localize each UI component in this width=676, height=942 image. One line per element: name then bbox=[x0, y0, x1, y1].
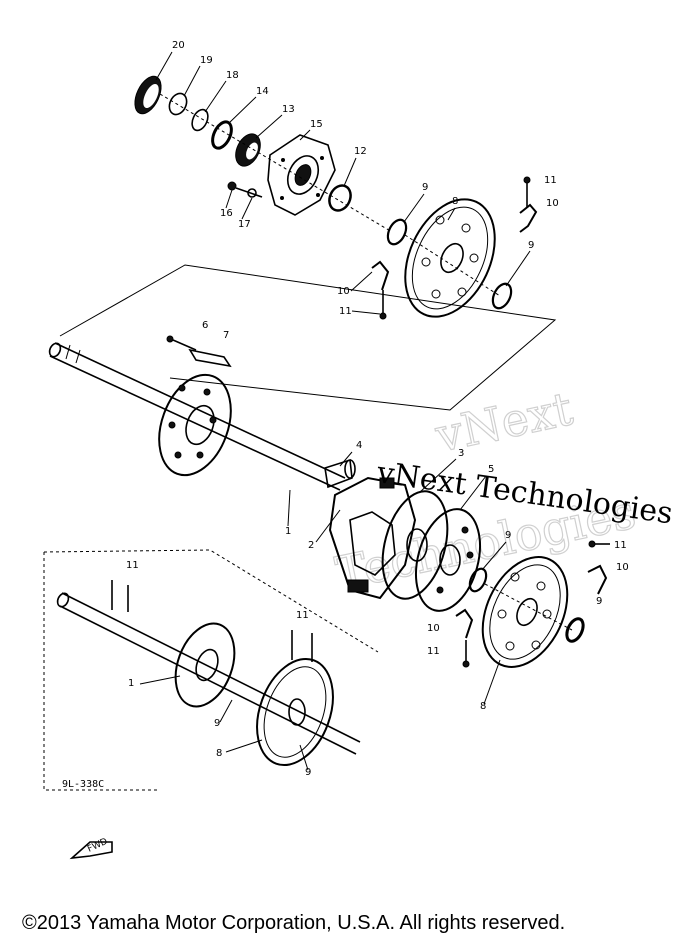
spacer-9-right bbox=[491, 282, 513, 310]
callout-15: 15 bbox=[310, 119, 323, 130]
callout-9-inset-bottom: 9 bbox=[305, 767, 311, 778]
callout-7: 7 bbox=[223, 330, 229, 341]
spacer-9-lower-right bbox=[565, 617, 585, 643]
sprocket-wheel-8-lower bbox=[481, 556, 569, 668]
callout-5: 5 bbox=[488, 464, 494, 475]
callout-9-lower-right: 9 bbox=[596, 596, 602, 607]
inset-alternate-assembly: 9L-338C bbox=[43, 549, 379, 791]
callout-14: 14 bbox=[256, 86, 269, 97]
clip-10-lower-left bbox=[455, 608, 474, 639]
callout-4: 4 bbox=[356, 440, 362, 451]
bearing-housing-15 bbox=[267, 134, 336, 216]
callout-8-top: 8 bbox=[452, 196, 458, 207]
inset-shaft-1 bbox=[56, 592, 361, 755]
callout-16: 16 bbox=[220, 208, 233, 219]
callout-2: 2 bbox=[308, 540, 314, 551]
callout-18: 18 bbox=[226, 70, 239, 81]
bolt-11-upper-right bbox=[523, 176, 531, 208]
callout-10-left: 10 bbox=[337, 286, 350, 297]
plate-7 bbox=[188, 348, 232, 368]
main-shaft-assembly bbox=[48, 335, 610, 668]
callout-9-right: 9 bbox=[528, 240, 534, 251]
callout-11-inset-right: 11 bbox=[296, 610, 309, 621]
washer-18 bbox=[191, 108, 209, 132]
callout-11-left: 11 bbox=[339, 306, 352, 317]
drive-shaft-1 bbox=[48, 342, 346, 491]
callout-8-lower: 8 bbox=[480, 701, 486, 712]
callout-8-inset: 8 bbox=[216, 748, 222, 759]
bolt-11-lower-right bbox=[588, 540, 610, 548]
collar-4 bbox=[324, 458, 356, 489]
callout-20: 20 bbox=[172, 40, 185, 51]
callout-3: 3 bbox=[458, 448, 464, 459]
callout-9-top: 9 bbox=[422, 182, 428, 193]
clip-10-lower-right bbox=[587, 564, 608, 595]
inset-springs-11 bbox=[111, 580, 313, 662]
callout-11-lower: 11 bbox=[427, 646, 440, 657]
ring-14 bbox=[211, 120, 233, 150]
watermark-line2: vNext bbox=[430, 381, 578, 463]
bearing-13 bbox=[235, 133, 261, 167]
callout-11-top: 11 bbox=[544, 175, 557, 186]
disc-5 bbox=[415, 508, 481, 612]
sprocket-wheel-8-top bbox=[404, 198, 496, 318]
copyright-notice: ©2013 Yamaha Motor Corporation, U.S.A. A… bbox=[22, 912, 566, 934]
callout-11-inset-left: 11 bbox=[126, 560, 139, 571]
callout-13: 13 bbox=[282, 104, 295, 115]
forward-direction-icon: FWD bbox=[69, 837, 113, 860]
forward-label: FWD bbox=[86, 837, 109, 855]
bolt-6 bbox=[166, 335, 197, 351]
inset-flange bbox=[174, 622, 236, 708]
spacer-9-top bbox=[386, 218, 408, 246]
bolt-16 bbox=[227, 181, 263, 198]
leader-lines bbox=[139, 51, 531, 771]
callout-6: 6 bbox=[202, 320, 208, 331]
callout-10-top: 10 bbox=[546, 198, 559, 209]
callout-1: 1 bbox=[285, 526, 291, 537]
part-code: 9L-338C bbox=[62, 779, 104, 790]
nut-19 bbox=[168, 92, 188, 116]
clip-10-upper-right bbox=[519, 203, 538, 233]
upper-assembly bbox=[134, 75, 538, 320]
callout-19: 19 bbox=[200, 55, 213, 66]
assembly-box-outline bbox=[59, 264, 557, 411]
callout-12: 12 bbox=[354, 146, 367, 157]
callout-1-inset: 1 bbox=[128, 678, 134, 689]
callout-9-mid: 9 bbox=[505, 530, 511, 541]
bolt-11-lower-left bbox=[462, 640, 470, 668]
callouts: 20 19 18 14 13 15 12 16 17 9 8 11 10 9 1… bbox=[126, 40, 629, 778]
drive-sprocket-2 bbox=[328, 476, 417, 600]
callout-10-lower: 10 bbox=[427, 623, 440, 634]
seal-20 bbox=[134, 75, 162, 115]
callout-10-right: 10 bbox=[616, 562, 629, 573]
callout-17: 17 bbox=[238, 219, 251, 230]
flange-left bbox=[158, 373, 232, 477]
callout-11-right: 11 bbox=[614, 540, 627, 551]
inset-sprocket-wheel-8 bbox=[256, 657, 334, 767]
washer-17 bbox=[247, 188, 257, 198]
callout-9-inset: 9 bbox=[214, 718, 220, 729]
clip-10-upper-left bbox=[371, 260, 390, 291]
collar-12 bbox=[328, 184, 352, 212]
